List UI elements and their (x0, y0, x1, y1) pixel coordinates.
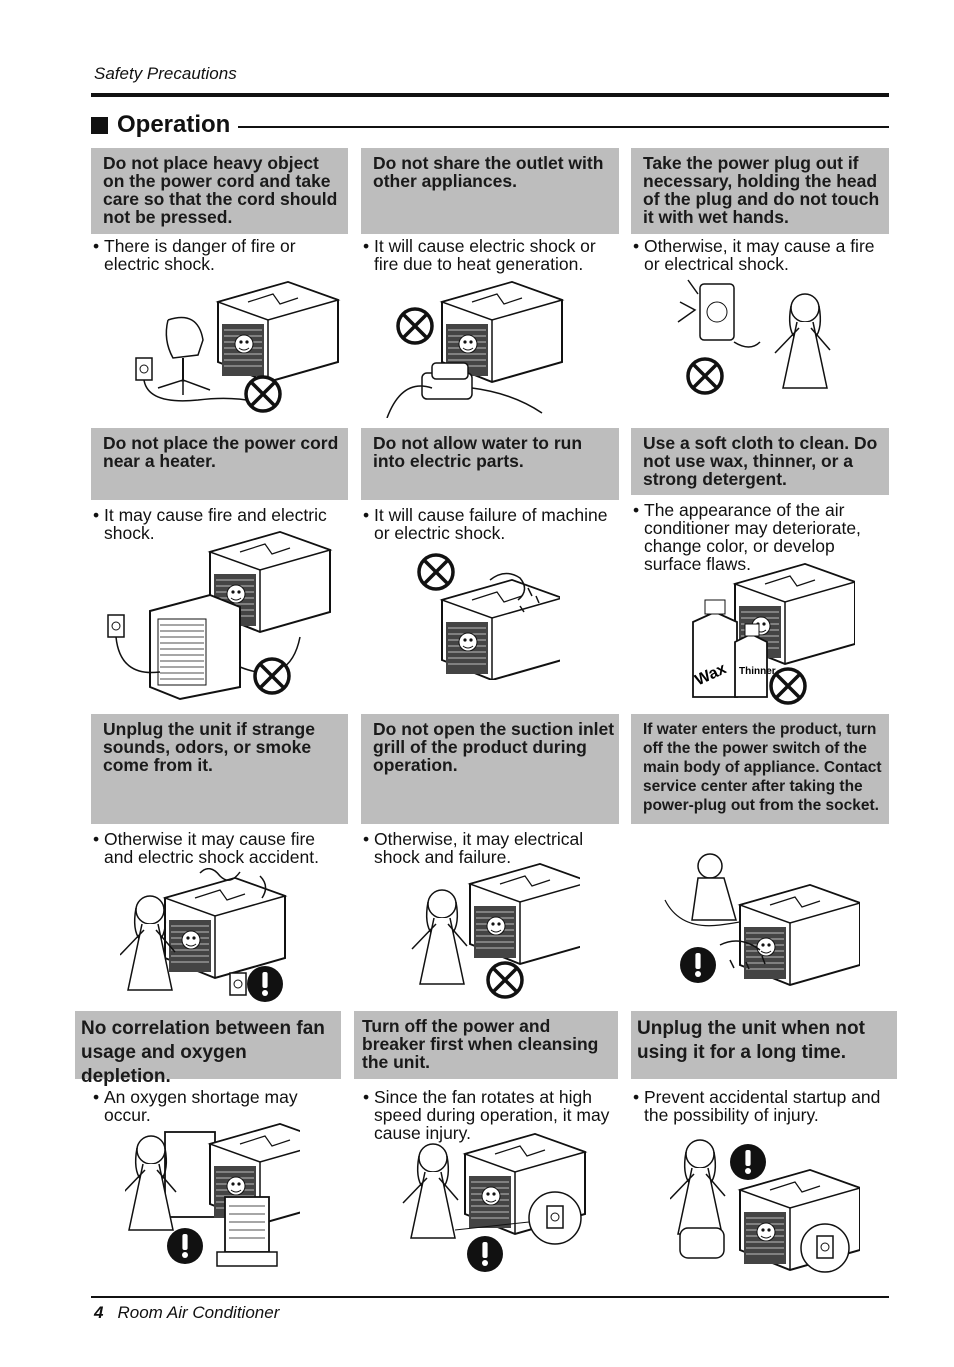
note-7: •Otherwise it may cause fire and electri… (93, 829, 319, 867)
thinner-label: Thinner (739, 666, 776, 677)
note-8: •Otherwise, it may electrical shock and … (363, 829, 584, 867)
illustration-heavy-object (135, 281, 339, 413)
illustration-water-enters (664, 853, 860, 986)
warning-box-6: Use a soft cloth to clean. Do not use wa… (631, 428, 889, 495)
note-6: •The appearance of the air conditioner m… (633, 500, 861, 574)
warning-box-7: Unplug the unit if strange sounds, odors… (91, 714, 348, 824)
heading-rule (238, 126, 889, 128)
note-3: •Otherwise, it may cause a fire or elect… (633, 236, 875, 274)
illustration-heater (107, 531, 331, 701)
doc-title: Room Air Conditioner (117, 1303, 280, 1322)
warning-box-8: Do not open the suction inlet grill of t… (361, 714, 619, 824)
prohibition-icon (247, 377, 283, 413)
illustration-smoke (120, 868, 286, 1002)
note-12: •Prevent accidental startup and the poss… (633, 1087, 881, 1125)
section-label: Safety Precautions (94, 64, 237, 83)
bottom-rule (91, 1296, 889, 1298)
warning-box-3: Take the power plug out if necessary, ho… (631, 148, 889, 234)
page-footer: 4 Room Air Conditioner (94, 1303, 279, 1323)
warning-box-2: Do not share the outlet with other appli… (361, 148, 619, 234)
warning-box-1: Do not place heavy object on the power c… (91, 148, 348, 234)
illustration-wet-hands (677, 279, 831, 395)
warning-box-11: Turn off the power and breaker first whe… (354, 1011, 618, 1079)
note-10: •An oxygen shortage may occur. (93, 1087, 298, 1125)
note-2: •It will cause electric shock or fire du… (363, 236, 596, 274)
note-11: •Since the fan rotates at high speed dur… (363, 1087, 610, 1143)
warning-box-10: No correlation between fan usage and oxy… (75, 1011, 341, 1087)
illustration-water (417, 553, 560, 680)
note-5: •It will cause failure of machine or ele… (363, 505, 608, 543)
warning-box-5: Do not allow water to run into electric … (361, 428, 619, 500)
illustration-long-time (670, 1139, 860, 1273)
note-1: •There is danger of fire or electric sho… (93, 236, 296, 274)
page-number: 4 (94, 1303, 104, 1322)
illustration-oxygen (125, 1123, 300, 1267)
note-4: •It may cause fire and electric shock. (93, 505, 327, 543)
heading-square-icon (91, 116, 108, 134)
top-rule (91, 93, 889, 97)
illustration-cleaning: Wax Thinner (692, 563, 855, 705)
illustration-breaker (402, 1133, 586, 1272)
page-title: Operation (117, 111, 231, 138)
warning-box-9: If water enters the product, turn off th… (631, 714, 889, 824)
operation-heading: Operation (91, 110, 889, 140)
warning-box-4: Do not place the power cord near a heate… (91, 428, 348, 500)
warning-box-12: Unplug the unit when not using it for a … (631, 1011, 897, 1079)
illustration-shared-outlet (386, 281, 563, 418)
illustration-inlet-grill (411, 863, 580, 999)
